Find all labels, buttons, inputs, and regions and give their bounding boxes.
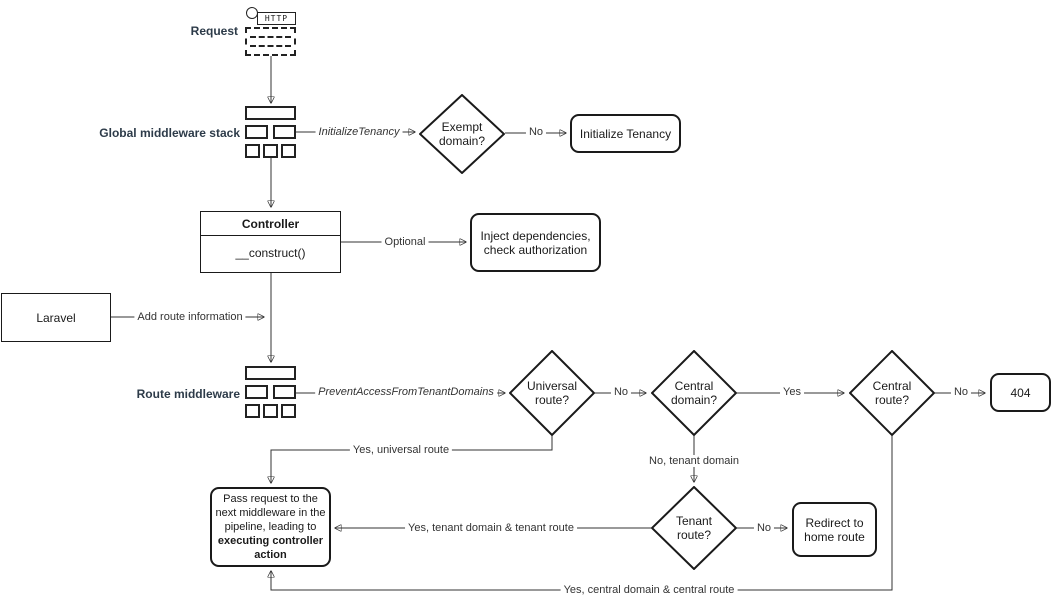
central-domain-label: Central domain?: [670, 379, 718, 407]
edge-label-no-universal: No: [610, 386, 632, 398]
http-badge: HTTP: [257, 12, 296, 25]
exempt-domain-label: Exempt domain?: [438, 120, 486, 148]
laravel-box: Laravel: [1, 293, 111, 342]
edge-label-add-route-information: Add route information: [134, 311, 246, 323]
exempt-domain-decision: Exempt domain?: [419, 94, 505, 174]
central-route-decision: Central route?: [849, 350, 935, 436]
route-middleware-label: Route middleware: [136, 387, 240, 401]
tenant-route-decision: Tenant route?: [651, 486, 737, 570]
edge-label-optional: Optional: [381, 236, 429, 248]
central-route-label: Central route?: [872, 379, 912, 407]
controller-method: __construct(): [235, 246, 306, 260]
edge-label-yes-universal: Yes, universal route: [349, 444, 453, 456]
pass-request-box: Pass request to the next middleware in t…: [210, 487, 331, 567]
route-middleware-stack-icon: [245, 366, 296, 418]
global-middleware-stack-icon: [245, 106, 296, 158]
controller-box: Controller __construct(): [200, 211, 341, 273]
edge-label-prevent-access: PreventAccessFromTenantDomains: [315, 386, 497, 398]
universal-route-label: Universal route?: [526, 379, 577, 407]
tenant-route-label: Tenant route?: [675, 514, 713, 542]
edge-label-no-central-route: No: [950, 386, 972, 398]
redirect-home-box: Redirect to home route: [792, 502, 877, 557]
controller-title: Controller: [201, 212, 340, 236]
not-found-box: 404: [990, 373, 1051, 412]
central-domain-decision: Central domain?: [651, 350, 737, 436]
request-body-line: [250, 45, 291, 47]
initialize-tenancy-box: Initialize Tenancy: [570, 114, 681, 153]
inject-dependencies-box: Inject dependencies, check authorization: [470, 213, 601, 272]
pass-request-text: Pass request to the next middleware in t…: [215, 493, 326, 561]
universal-route-decision: Universal route?: [509, 350, 595, 436]
http-request-icon: HTTP: [245, 7, 296, 56]
request-body-line: [250, 36, 291, 38]
edge-label-no-tenant-domain: No, tenant domain: [646, 455, 742, 467]
request-label: Request: [190, 24, 238, 38]
edge-label-yes-tenant: Yes, tenant domain & tenant route: [405, 522, 577, 534]
edge-label-no-tenant-route: No: [753, 522, 775, 534]
request-body-icon: [245, 27, 296, 56]
edge-label-no-exempt: No: [525, 126, 547, 138]
edge-label-initialize-tenancy: InitializeTenancy: [315, 126, 403, 138]
edge-label-yes-central: Yes, central domain & central route: [560, 584, 738, 596]
edge-label-yes-central-domain: Yes: [780, 386, 804, 398]
global-middleware-stack-label: Global middleware stack: [99, 126, 240, 140]
